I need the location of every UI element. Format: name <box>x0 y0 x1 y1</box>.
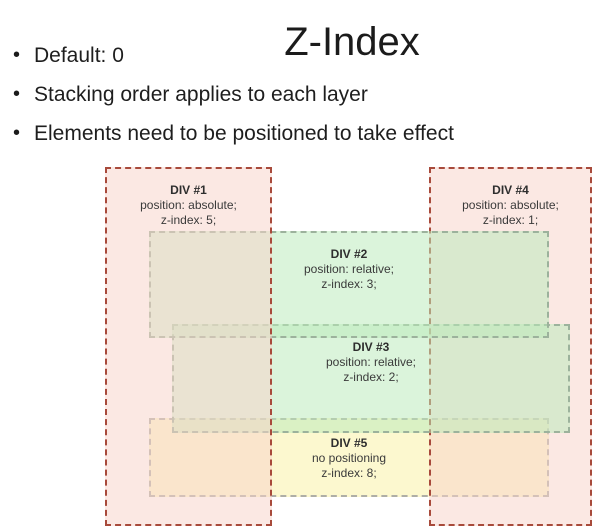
zbox-div1-zindex: z-index: 5; <box>160 213 217 227</box>
zbox-div1-position: position: absolute; <box>140 198 237 212</box>
zbox-div5-title: DIV #5 <box>330 436 368 450</box>
zbox-div1: DIV #1 position: absolute; z-index: 5; <box>105 167 272 526</box>
zbox-div3-position: position: relative; <box>325 355 417 369</box>
zbox-div2-title: DIV #2 <box>330 247 368 261</box>
zbox-div2-position: position: relative; <box>303 262 395 276</box>
bullet-item-default: Default: 0 <box>10 36 570 75</box>
zbox-div4-position: position: absolute; <box>462 198 559 212</box>
bullet-item-stacking-order: Stacking order applies to each layer <box>10 75 570 114</box>
zbox-div5-zindex: z-index: 8; <box>321 466 377 480</box>
zbox-div2-zindex: z-index: 3; <box>321 277 377 291</box>
zbox-div5-position: no positioning <box>311 451 387 465</box>
zbox-div4-title: DIV #4 <box>492 183 529 197</box>
zbox-div3-title: DIV #3 <box>352 340 390 354</box>
zbox-div3-zindex: z-index: 2; <box>343 370 399 384</box>
zbox-div4-zindex: z-index: 1; <box>482 213 539 227</box>
bullet-list: Default: 0 Stacking order applies to eac… <box>10 36 570 153</box>
bullet-item-positioned: Elements need to be positioned to take e… <box>10 114 570 153</box>
zbox-div1-title: DIV #1 <box>170 183 207 197</box>
